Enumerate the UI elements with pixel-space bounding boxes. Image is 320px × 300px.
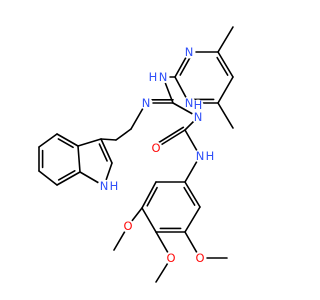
bond-c5b-c6b <box>141 181 157 209</box>
atom-mask-o3 <box>193 251 207 265</box>
bond-c3i-c2i <box>100 138 113 164</box>
bond-c7i-c7a-second <box>57 170 76 181</box>
atom-label-nu: N <box>196 149 205 163</box>
atom-mask-n1i <box>97 179 111 193</box>
atom-mask-o5 <box>121 219 135 233</box>
bond-c3a-c3i <box>77 138 102 147</box>
bond-cu-o-second <box>153 126 185 147</box>
atom-label-ni: N <box>142 96 151 110</box>
atom-mask-n1 <box>182 96 196 110</box>
atom-mask-nu <box>193 149 207 163</box>
bond-c7i-c7a <box>56 171 81 186</box>
bond-ch2-c3i <box>100 138 117 141</box>
atom-mask-ni <box>139 96 153 110</box>
bond-c3a-c4i-second <box>57 138 74 149</box>
bond-c3a-c4i <box>56 133 79 147</box>
bond-c7a-c3a <box>77 145 81 173</box>
bond-c2-n3-second <box>179 56 191 76</box>
bond-c4-c5 <box>217 51 234 78</box>
atom-h-mask-n1i <box>108 180 120 192</box>
atom-label-n1: N <box>185 96 194 110</box>
atom-label-o5: O <box>123 219 132 233</box>
atom-label-o3: O <box>195 251 204 265</box>
atom-label-o4: O <box>166 251 175 265</box>
bond-c4b-c5b <box>141 207 157 233</box>
bond-c4i-c5i <box>38 133 58 148</box>
atom-mask-ng <box>191 110 205 124</box>
atom-mask-o <box>149 141 163 155</box>
bond-c3i-c2i-second <box>98 143 108 162</box>
atom-h-mask-ng <box>192 99 204 111</box>
atom-label-ng: N <box>194 110 203 124</box>
bond-me1-c4 <box>217 26 234 53</box>
bond-c1b-c2b <box>184 181 201 208</box>
atom-label-o: O <box>151 141 160 155</box>
atom-mask-nh <box>156 70 170 84</box>
atom-label-n1i: N <box>100 179 109 193</box>
atom-h-mask-nh <box>147 71 159 83</box>
bond-c6-me2 <box>217 102 234 129</box>
bond-c1b-c2b-second <box>183 186 196 206</box>
bond-c4-c5-second <box>216 56 229 76</box>
atom-mask-n3 <box>182 45 196 59</box>
bond-c5b-c6b-second <box>146 186 158 207</box>
atom-h-label-ng: H <box>194 98 203 112</box>
bond-c5-c6 <box>217 76 234 104</box>
atom-mask-o4 <box>164 251 178 265</box>
atom-h-label-nu: H <box>206 149 215 163</box>
atom-h-mask-nu <box>204 150 216 162</box>
bond-ch1-ch2 <box>115 128 132 141</box>
bond-c6i-c7i <box>38 170 58 186</box>
atom-label-nh: N <box>159 70 168 84</box>
atom-label-n3: N <box>185 45 194 59</box>
bond-c2b-c3b <box>184 206 201 233</box>
atom-h-label-n1i: H <box>110 179 119 193</box>
atom-h-label-nh: H <box>149 70 158 84</box>
